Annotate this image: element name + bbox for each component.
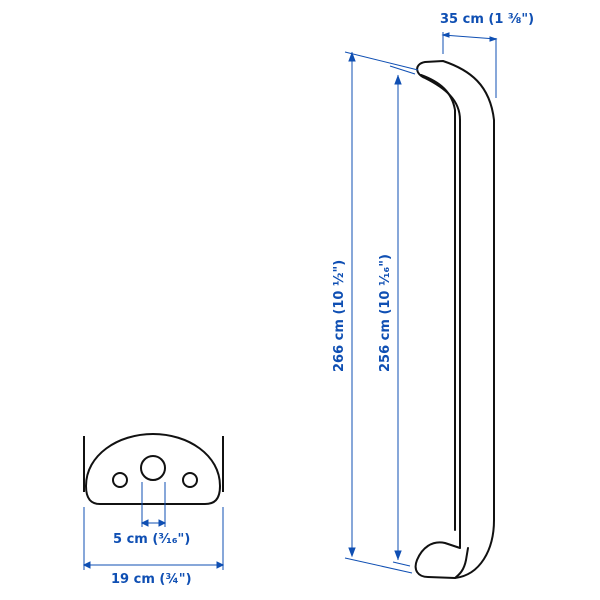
hole-spacing-label: 256 cm (10 ¹⁄₁₆")	[378, 254, 393, 372]
overall-length-label: 266 cm (10 ½")	[332, 259, 347, 372]
base-width-label: 19 cm (¾")	[111, 572, 192, 587]
base-dimension-lines	[82, 482, 225, 570]
dimension-lines	[344, 32, 498, 574]
screw-hole-label: 5 cm (³⁄₁₆")	[113, 532, 191, 547]
handle-side-view	[414, 60, 495, 579]
depth-label: 35 cm (1 ⅜")	[440, 12, 535, 27]
base-plate-view	[83, 432, 224, 505]
